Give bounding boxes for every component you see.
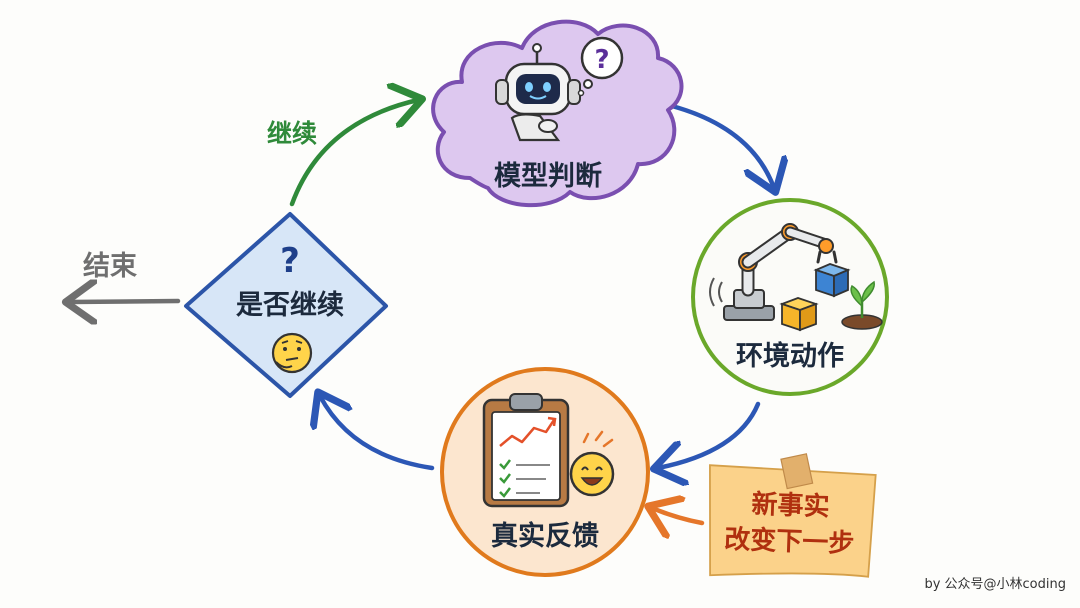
note-tape <box>780 453 814 490</box>
arrow-feedback-to-decision <box>320 396 435 471</box>
edge-label-continue: 继续 <box>267 119 317 148</box>
arrow-continue <box>289 100 418 207</box>
thinking-face-icon <box>271 332 313 374</box>
node-decision: ? 是否继续 <box>184 212 388 398</box>
decision-diamond <box>184 212 388 398</box>
note-line-1: 新事实 <box>751 489 830 523</box>
robot-icon <box>495 43 581 142</box>
note-line-2: 改变下一步 <box>724 524 855 560</box>
blue-cube-icon <box>813 263 851 298</box>
node-action: 环境动作 <box>691 198 889 396</box>
decision-question-mark: ? <box>280 241 300 281</box>
note-paper <box>709 464 877 578</box>
action-circle <box>691 198 889 396</box>
arrow-action-to-feedback <box>658 401 761 468</box>
question-bubble-icon: ? <box>577 36 624 97</box>
clipboard-icon <box>482 393 570 508</box>
credit-text: by 公众号@小林coding <box>924 577 1066 592</box>
edge-label-end: 结束 <box>83 251 137 282</box>
node-feedback: 真实反馈 <box>440 367 650 577</box>
yellow-cube-icon <box>779 297 819 332</box>
node-model: ? 模型判断 <box>431 19 684 208</box>
smiley-icon <box>569 430 615 497</box>
svg-text:?: ? <box>594 45 609 75</box>
arrow-end <box>70 301 181 302</box>
node-decision-label: 是否继续 <box>236 289 344 321</box>
node-feedback-label: 真实反馈 <box>491 520 599 552</box>
arrow-note-to-feedback <box>652 508 705 523</box>
sticky-note: 新事实 改变下一步 <box>709 453 877 578</box>
node-action-label: 环境动作 <box>736 341 844 372</box>
sprout-icon <box>841 280 883 330</box>
robot-arm-icon <box>709 223 838 321</box>
arrow-model-to-action <box>669 103 774 188</box>
node-model-label: 模型判断 <box>494 161 602 192</box>
